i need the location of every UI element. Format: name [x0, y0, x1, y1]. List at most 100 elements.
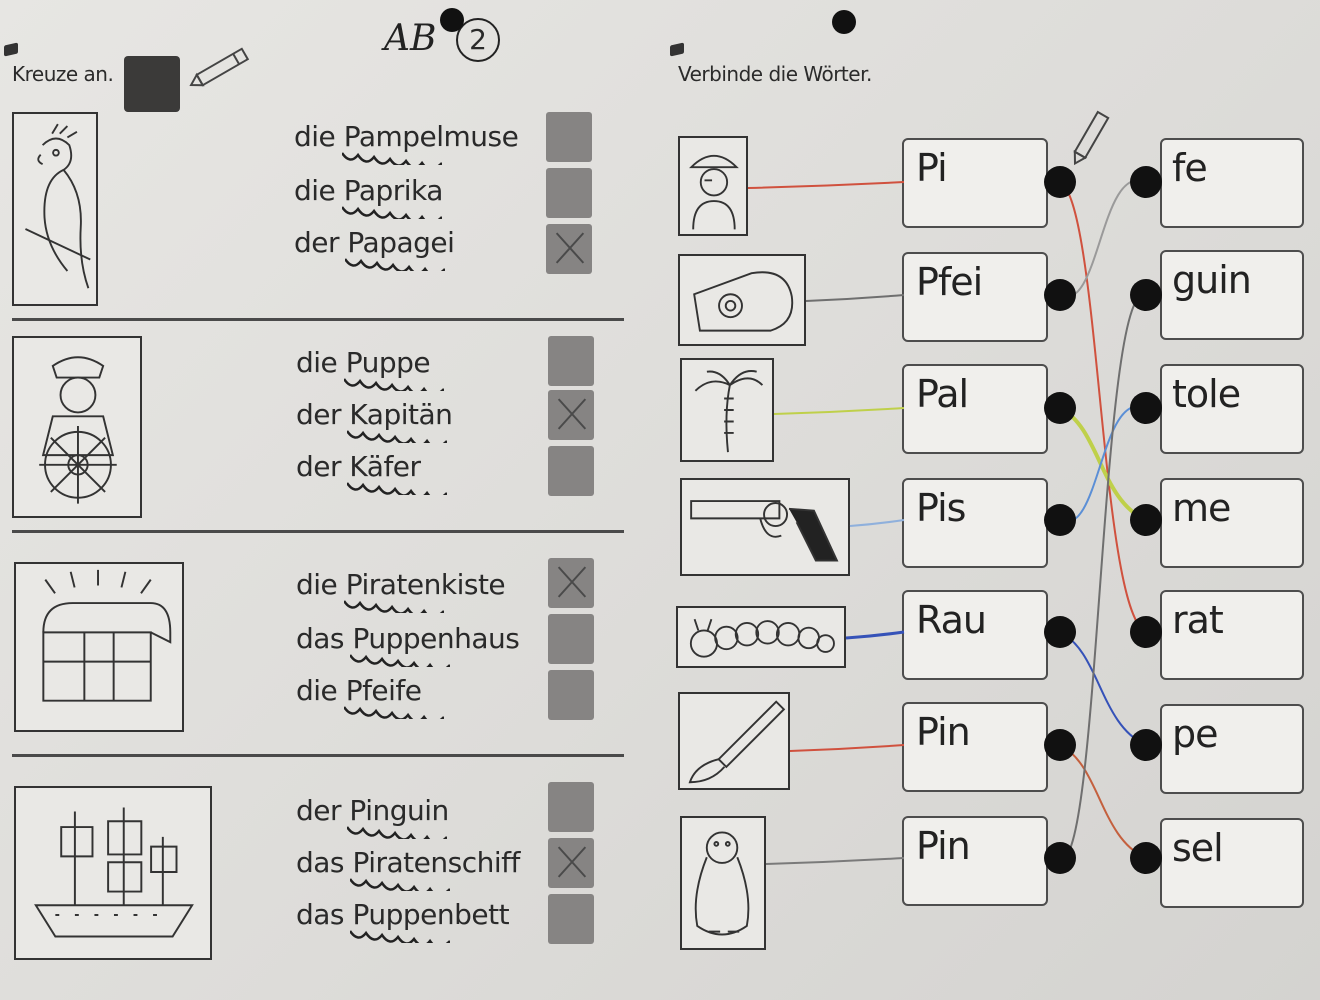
option-row: der Käfer — [296, 450, 448, 495]
pencil-icon — [1062, 98, 1122, 170]
cross-example-icon — [124, 56, 180, 112]
checkbox[interactable] — [548, 446, 594, 496]
treasure-chest-icon — [42, 569, 172, 702]
caterpillar-icon — [689, 618, 835, 658]
connector-dot-left[interactable] — [1044, 842, 1076, 874]
connector-dot-left[interactable] — [1044, 279, 1076, 311]
option-row: der Kapitän — [296, 398, 453, 443]
checkbox[interactable] — [546, 168, 592, 218]
option-word: Käfer — [349, 450, 421, 483]
connector-dot-right[interactable] — [1130, 279, 1162, 311]
option-word: Piratenschiff — [352, 846, 520, 879]
connector-dot-right[interactable] — [1130, 729, 1162, 761]
bullet-icon — [4, 42, 18, 57]
option-row: die Puppe — [296, 346, 444, 391]
option-word: Pfeife — [345, 674, 422, 707]
pistol-picture — [680, 478, 850, 576]
first-syllable-box: Rau — [902, 590, 1048, 680]
bullet-icon — [670, 42, 684, 57]
option-row: die Pampelmuse — [294, 120, 519, 165]
captain-picture — [12, 336, 142, 518]
checkbox[interactable] — [548, 782, 594, 832]
parrot-icon — [25, 123, 91, 289]
syllable-connection-line — [1059, 744, 1147, 859]
section-divider — [12, 754, 624, 757]
picture-connection-line — [747, 181, 905, 189]
connector-dot-right[interactable] — [1130, 616, 1162, 648]
picture-connection-line — [845, 630, 905, 640]
checkbox[interactable] — [548, 614, 594, 664]
checkbox-checked[interactable] — [548, 558, 594, 608]
worksheet-label: AB — [384, 18, 437, 59]
connector-dot-right[interactable] — [1130, 504, 1162, 536]
pirate-picture — [678, 136, 748, 236]
option-word: Puppe — [345, 346, 431, 379]
checkbox-checked[interactable] — [548, 390, 594, 440]
pirate-icon — [689, 154, 739, 230]
picture-connection-line — [805, 294, 905, 302]
punch-hole-right — [832, 10, 856, 34]
option-word: Papagei — [347, 226, 455, 259]
option-word: Piratenkiste — [345, 568, 506, 601]
option-row: der Papagei — [294, 226, 455, 271]
syllable-connection-line — [1059, 179, 1147, 298]
worksheet-number: 2 — [456, 18, 500, 62]
option-word: Puppenbett — [352, 898, 510, 931]
parrot-picture — [12, 112, 98, 306]
second-syllable-box: sel — [1160, 818, 1304, 908]
captain-icon — [39, 356, 117, 504]
connector-dot-left[interactable] — [1044, 504, 1076, 536]
pencil-icon — [186, 40, 262, 92]
syllable-connection-line — [1059, 631, 1147, 746]
paintbrush-icon — [688, 700, 786, 784]
second-syllable-box: me — [1160, 478, 1304, 568]
first-syllable-box: Pfei — [902, 252, 1048, 342]
connector-dot-left[interactable] — [1044, 729, 1076, 761]
punch-hole-left — [440, 8, 464, 32]
checkbox[interactable] — [548, 894, 594, 944]
syllable-connection-line — [1059, 406, 1147, 522]
palm-tree-icon — [694, 370, 764, 453]
section-divider — [12, 318, 624, 321]
paintbrush-picture — [678, 692, 790, 790]
second-syllable-box: guin — [1160, 250, 1304, 340]
connector-dot-right[interactable] — [1130, 842, 1162, 874]
checkbox[interactable] — [546, 112, 592, 162]
option-row: die Pfeife — [296, 674, 444, 719]
checkbox-checked[interactable] — [546, 224, 592, 274]
first-syllable-box: Pin — [902, 702, 1048, 792]
second-syllable-box: rat — [1160, 590, 1304, 680]
checkbox[interactable] — [548, 670, 594, 720]
palm-tree-picture — [680, 358, 774, 462]
picture-connection-line — [849, 519, 905, 527]
picture-connection-line — [789, 744, 905, 752]
connector-dot-left[interactable] — [1044, 392, 1076, 424]
checkbox-checked[interactable] — [548, 838, 594, 888]
option-word: Puppenhaus — [352, 622, 520, 655]
second-syllable-box: pe — [1160, 704, 1304, 794]
first-syllable-box: Pi — [902, 138, 1048, 228]
picture-connection-line — [773, 407, 905, 415]
picture-connection-line — [765, 857, 905, 865]
connector-dot-left[interactable] — [1044, 166, 1076, 198]
connector-dot-right[interactable] — [1130, 392, 1162, 424]
option-row: der Pinguin — [296, 794, 449, 839]
left-instruction: Kreuze an. — [12, 62, 114, 86]
option-row: das Piratenschiff — [296, 846, 520, 891]
caterpillar-picture — [676, 606, 846, 668]
connector-dot-right[interactable] — [1130, 166, 1162, 198]
treasure-chest-picture — [14, 562, 184, 732]
second-syllable-box: tole — [1160, 364, 1304, 454]
whistle-icon — [693, 271, 794, 332]
syllable-connection-line — [1059, 405, 1147, 523]
option-row: die Piratenkiste — [296, 568, 506, 613]
penguin-picture — [680, 816, 766, 950]
option-word: Paprika — [343, 174, 444, 207]
first-syllable-box: Pal — [902, 364, 1048, 454]
connector-dot-left[interactable] — [1044, 616, 1076, 648]
section-divider — [12, 530, 624, 533]
option-row: die Paprika — [294, 174, 444, 219]
checkbox[interactable] — [548, 336, 594, 386]
pirate-ship-icon — [34, 807, 194, 938]
